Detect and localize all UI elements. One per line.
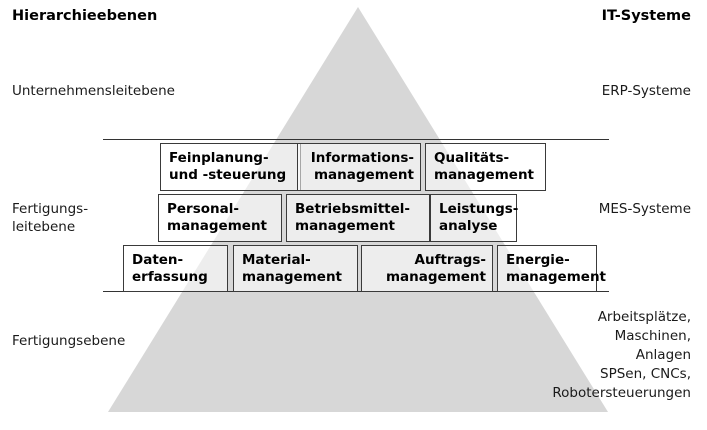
mes-function-box-auftragsmanagement[interactable]: Auftrags- management: [361, 245, 493, 292]
mes-function-box-energiemanagement[interactable]: Energie- management: [497, 245, 606, 292]
mes-function-label: Feinplanung- und -steuerung: [169, 150, 287, 183]
level-label-unternehmensleitebene: Unternehmensleitebene: [12, 83, 175, 99]
mes-function-box-qualitaetsmanagement[interactable]: Qualitäts- management: [425, 143, 546, 191]
mes-function-box-materialmanagement[interactable]: Material- management: [233, 245, 358, 292]
level-label-fertigungsleitebene: Fertigungs- leitebene: [12, 201, 89, 235]
mes-function-label: Auftrags- management: [385, 251, 486, 285]
mes-function-label: Personal- management: [167, 201, 268, 234]
mes-function-label: Material- management: [242, 251, 343, 285]
mes-function-box-betriebsmittelmanagement[interactable]: Betriebsmittel- management: [286, 194, 430, 242]
divider-upper: [103, 139, 609, 140]
mes-function-box-feinplanung-und-steuerung[interactable]: Feinplanung- und -steuerung: [160, 143, 301, 191]
mes-function-box-personalmanagement[interactable]: Personal- management: [158, 194, 282, 242]
mes-function-label: Leistungs- analyse: [439, 201, 519, 234]
mes-function-label: Energie- management: [506, 251, 607, 285]
column-heading-it-systeme: IT-Systeme: [601, 8, 691, 24]
system-label-erp: ERP-Systeme: [601, 83, 691, 99]
mes-function-box-datenerfassung[interactable]: Daten- erfassung: [123, 245, 228, 292]
mes-function-label: Informations- management: [310, 150, 414, 183]
level-label-fertigungsebene: Fertigungsebene: [12, 333, 126, 349]
mes-function-label: Daten- erfassung: [132, 251, 208, 285]
mes-function-box-leistungsanalyse[interactable]: Leistungs- analyse: [430, 194, 519, 242]
mes-function-label: Qualitäts- management: [434, 150, 535, 183]
column-heading-hierarchieebenen: Hierarchieebenen: [12, 8, 158, 24]
system-label-feldebene: Arbeitsplätze, Maschinen, Anlagen SPSen,…: [552, 309, 691, 401]
mes-function-box-informationsmanagement[interactable]: Informations- management: [297, 143, 421, 191]
mes-function-label: Betriebsmittel- management: [295, 201, 411, 234]
system-label-mes: MES-Systeme: [598, 201, 691, 217]
